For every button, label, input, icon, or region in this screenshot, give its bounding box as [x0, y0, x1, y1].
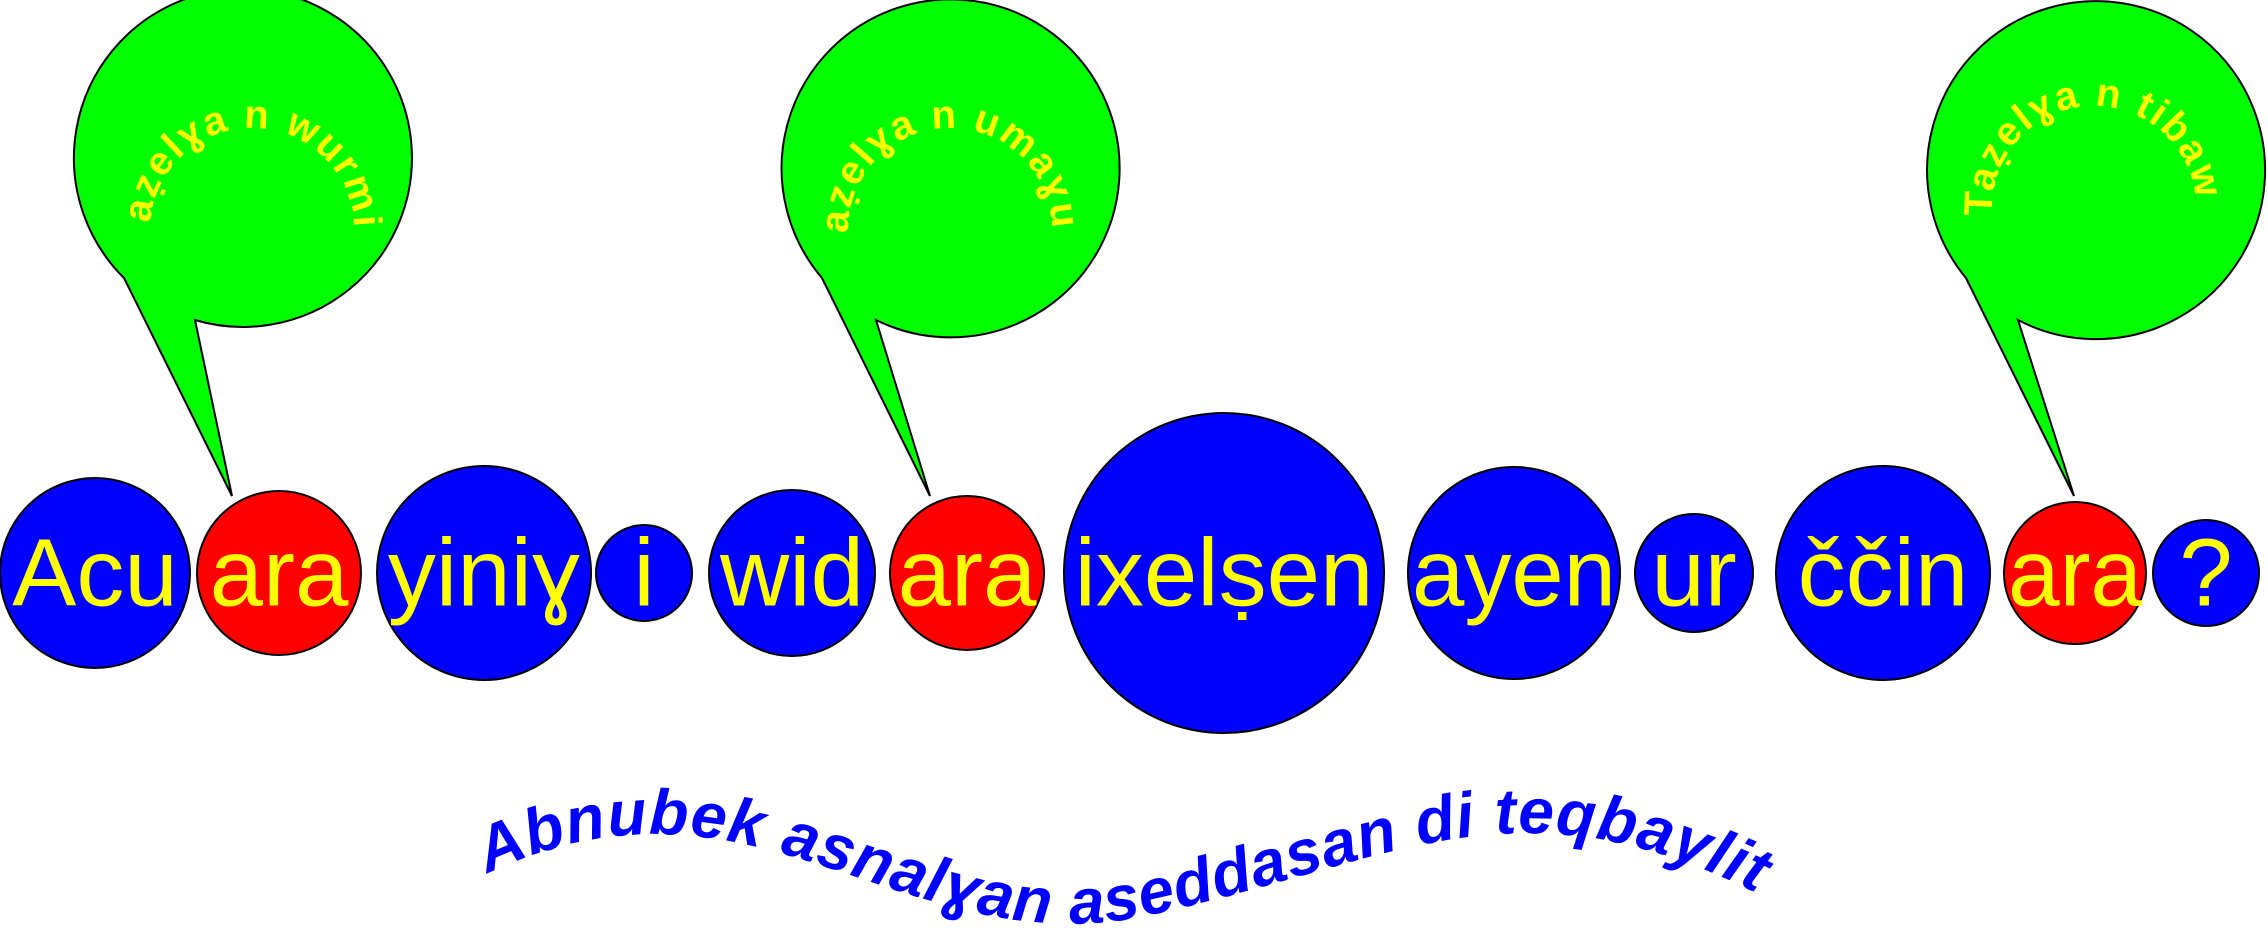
word-label-5: wid — [719, 520, 864, 627]
word-circle-10: ččin — [1775, 465, 1991, 681]
word-circle-12: ? — [2152, 519, 2260, 627]
word-circle-4: i — [595, 520, 693, 627]
word-label-12: ? — [2179, 520, 2232, 627]
word-label-11: ara — [2008, 520, 2143, 627]
word-label-2: ara — [210, 520, 349, 627]
word-label-6: ara — [898, 520, 1037, 627]
word-label-9: ur — [1651, 520, 1736, 627]
caption: Abnubek asnalɣan aseddasan di teqbaylit — [463, 775, 1784, 938]
word-circle-11: ara — [2003, 501, 2147, 645]
word-label-3: yiniɣ — [388, 520, 580, 627]
word-circle-3: yiniɣ — [376, 465, 592, 681]
word-label-4: i — [633, 520, 654, 627]
word-circle-5: wid — [708, 489, 876, 657]
word-label-10: ččin — [1798, 520, 1969, 627]
word-circle-1: Acu — [0, 477, 191, 669]
word-circle-6: ara — [889, 495, 1045, 651]
word-label-8: ayen — [1412, 520, 1616, 627]
word-circle-9: ur — [1634, 513, 1754, 633]
sentence-row: Acu ara yiniɣ i wid ara ixelṣen ayen — [0, 412, 2260, 734]
word-circle-7: ixelṣen — [1063, 412, 1385, 734]
callout-bubble-1: Taẓelɣa n wurmir — [0, 0, 413, 497]
word-label-1: Acu — [12, 520, 177, 627]
word-circle-8: ayen — [1407, 466, 1621, 680]
word-circle-2: ara — [196, 490, 362, 656]
word-label-7: ixelṣen — [1075, 520, 1374, 627]
